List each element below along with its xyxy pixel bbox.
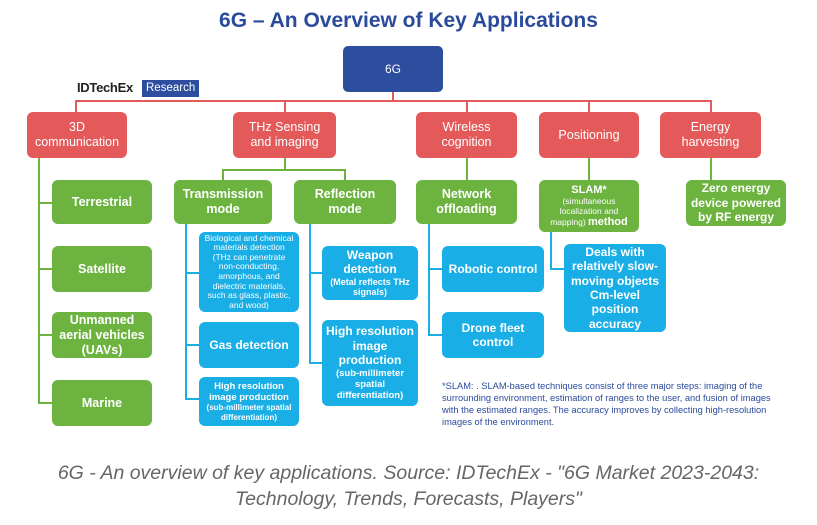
thz-bus <box>222 169 346 171</box>
reflection-branch-1 <box>309 272 323 274</box>
category-wireless-cognition: Wireless cognition <box>416 112 517 158</box>
brand-logo: IDTechEx <box>77 80 133 95</box>
comm-item-terrestrial: Terrestrial <box>52 180 152 224</box>
wireless-vertical-line <box>428 224 430 336</box>
transmission-branch-1 <box>185 272 199 274</box>
diagram-title: 6G – An Overview of Key Applications <box>219 9 598 32</box>
thz-drop-right <box>344 169 346 180</box>
category-drop-3 <box>466 100 468 112</box>
category-energy-harvesting: Energy harvesting <box>660 112 761 158</box>
comm-branch-3 <box>38 334 52 336</box>
positioning-drop <box>588 158 590 180</box>
energy-zero-device: Zero energy device powered by RF energy <box>686 180 786 226</box>
category-drop-2 <box>284 100 286 112</box>
positioning-slam: SLAM* (simultaneous localization and map… <box>539 180 639 232</box>
wireless-branch-2 <box>428 334 442 336</box>
positioning-vertical-line <box>550 232 552 270</box>
reflection-weapon-subtitle: (Metal reflects THz signals) <box>330 276 410 298</box>
category-3d-communication: 3D communication <box>27 112 127 158</box>
reflection-hires-subtitle: (sub-millimeter spatial differentiation) <box>335 367 405 402</box>
thz-transmission-mode: Transmission mode <box>174 180 272 224</box>
comm-vertical-line <box>38 158 40 404</box>
reflection-branch-2 <box>309 362 323 364</box>
comm-item-uavs: Unmanned aerial vehicles (UAVs) <box>52 312 152 358</box>
slam-footnote: *SLAM: . SLAM-based techniques consist o… <box>442 381 771 427</box>
comm-branch-2 <box>38 268 52 270</box>
slam-subtitle: (simultaneous localization and mapping) … <box>541 197 637 228</box>
wireless-item-drone-fleet: Drone fleet control <box>442 312 544 358</box>
caption-line-1: 6G - An overview of key applications. So… <box>57 462 760 484</box>
transmission-vertical-line <box>185 224 187 400</box>
reflection-vertical-line <box>309 224 311 364</box>
reflection-item-weapon: Weapon detection (Metal reflects THz sig… <box>322 246 418 300</box>
thz-drop <box>284 158 286 170</box>
positioning-deals: Deals with relatively slow-moving object… <box>564 244 666 332</box>
energy-drop <box>710 158 712 180</box>
wireless-branch-1 <box>428 268 442 270</box>
wireless-item-robotic-control: Robotic control <box>442 246 544 292</box>
root-connector <box>392 91 394 102</box>
category-thz-sensing: THz Sensing and imaging <box>233 112 336 158</box>
transmission-hires-subtitle: (sub-millimeter spatial differentiation) <box>206 403 292 422</box>
category-bus <box>75 100 712 102</box>
transmission-branch-2 <box>185 344 199 346</box>
category-drop-4 <box>588 100 590 112</box>
transmission-branch-3 <box>185 398 199 400</box>
transmission-hires-title: High resolution image production <box>209 380 289 403</box>
root-node-6g: 6G <box>343 46 443 92</box>
reflection-item-hires: High resolution image production (sub-mi… <box>322 320 418 406</box>
wireless-network-offloading: Network offloading <box>416 180 517 224</box>
reflection-hires-title: High resolution image production <box>326 324 414 368</box>
slam-title: SLAM* <box>571 184 607 197</box>
slam-subtitle-text: (simultaneous localization and mapping) <box>550 196 619 227</box>
transmission-item-hires: High resolution image production (sub-mi… <box>199 377 299 426</box>
caption-line-2: Technology, Trends, Forecasts, Players" <box>235 488 582 511</box>
wireless-drop <box>466 158 468 180</box>
transmission-item-bio-chem: Biological and chemical materials detect… <box>199 232 299 312</box>
category-drop-5 <box>710 100 712 112</box>
reflection-weapon-title: Weapon detection <box>343 247 397 277</box>
transmission-item-gas: Gas detection <box>199 322 299 368</box>
slam-method: method <box>588 215 628 228</box>
thz-drop-left <box>222 169 224 180</box>
comm-item-marine: Marine <box>52 380 152 426</box>
brand-logo-tag: Research <box>142 80 200 97</box>
comm-branch-1 <box>38 202 52 204</box>
thz-reflection-mode: Reflection mode <box>294 180 396 224</box>
category-positioning: Positioning <box>539 112 639 158</box>
category-drop-1 <box>75 100 77 112</box>
figure-caption: 6G - An overview of key applications. So… <box>0 460 817 513</box>
comm-item-satellite: Satellite <box>52 246 152 292</box>
positioning-branch <box>550 268 564 270</box>
comm-branch-4 <box>38 402 52 404</box>
